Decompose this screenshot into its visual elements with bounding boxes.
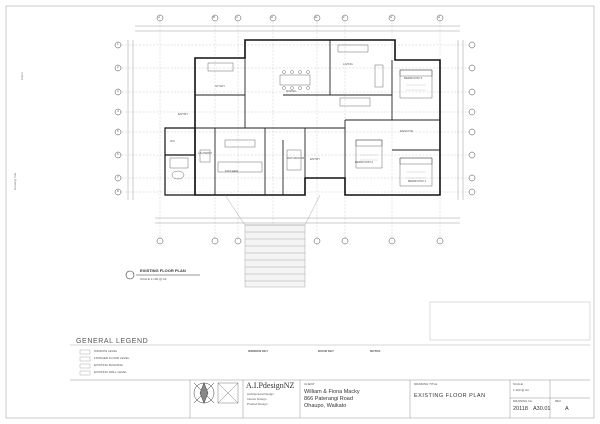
grid-number: 5 <box>117 129 119 133</box>
legend-item: FINISHED FLOOR LEVEL <box>94 356 130 360</box>
legend-notes: NOTES <box>370 349 381 353</box>
side-label-client: Client <box>20 72 24 80</box>
drawing-title: EXISTING FLOOR PLAN <box>414 393 486 399</box>
building-walls <box>194 39 441 196</box>
room-label-living: LIVING <box>343 62 353 66</box>
grid-letter: C <box>236 15 239 19</box>
legend-item: EXISTING WALL LEVEL <box>94 370 127 374</box>
interior-walls <box>195 40 440 195</box>
grid-letter: B <box>213 15 216 19</box>
left-wing <box>164 127 196 196</box>
company-name: A.I.PdesignNZ <box>246 381 295 390</box>
room-label-kitchen: KITCHEN <box>225 169 239 173</box>
scale-value: 1:100 @ A3 <box>513 388 529 392</box>
grid-bubbles-top <box>156 14 444 22</box>
grid-number: 7 <box>117 175 119 179</box>
room-label-wc: WC <box>170 139 175 143</box>
room-label-dining: DINING <box>286 89 297 93</box>
legend-item: EXISTING BUILDING <box>94 363 124 367</box>
grid-bubbles-sides <box>114 41 476 196</box>
revision-value: A <box>565 406 569 412</box>
notes-box <box>429 301 591 341</box>
sheet-number: A30.01 <box>533 406 551 412</box>
room-label-bedroom-3: BEDROOM 3 <box>404 76 423 80</box>
room-label-bedroom-2: BEDROOM 2 <box>355 160 374 164</box>
legend-window-key: WINDOW KEY <box>248 349 269 353</box>
compass-logo-icon <box>193 382 215 404</box>
company-line: Product Design <box>247 402 268 406</box>
drawing-no-label: DRAWING No. <box>513 399 533 403</box>
title-block-frame <box>70 379 590 418</box>
grid-letter: H <box>438 15 441 19</box>
brand-logo-icon <box>217 382 239 404</box>
legend-title: GENERAL LEGEND <box>76 338 149 345</box>
grid-number: 6 <box>117 152 119 156</box>
grid-letter: G <box>390 15 393 19</box>
room-label-bathroom: BATHROOM <box>287 156 305 160</box>
job-number: 20118 <box>513 406 528 412</box>
room-label-study: STUDY <box>215 84 226 88</box>
revision-label: REV <box>555 399 562 403</box>
plan-title: EXISTING FLOOR PLAN <box>140 268 186 273</box>
company-line: Architectural Design <box>247 392 274 396</box>
drawing-title-label: DRAWING TITLE <box>414 382 438 386</box>
room-label-bedroom-1: BEDROOM 1 <box>408 179 427 183</box>
address-line-2: Ohaupo, Waikato <box>304 403 347 409</box>
grid-number: 3 <box>117 89 119 93</box>
side-label-drawing-title: Drawing Title <box>13 172 17 190</box>
grid-letter: F <box>343 15 345 19</box>
address-line-1: 866 Paterangi Road <box>304 396 353 402</box>
deck-stairs <box>224 194 321 288</box>
client-name: William & Fiona Macky <box>304 389 360 395</box>
hatch-marks <box>360 84 426 179</box>
grid-number: 8 <box>117 189 119 193</box>
dimension-lines <box>127 25 464 224</box>
grid-letter: A <box>158 15 161 19</box>
room-label-laundry: LAUNDRY <box>198 151 213 155</box>
plan-scale-note: SCALE 1:100 @ A3 <box>140 277 167 281</box>
grid-number: 2 <box>117 65 119 69</box>
room-label-entry: ENTRY <box>178 112 189 116</box>
legend-item: WINDOW LEVEL <box>94 349 118 353</box>
room-label-entry-2: ENTRY <box>310 157 321 161</box>
grid-lines <box>118 22 470 245</box>
company-line: Interior Design <box>247 397 267 401</box>
plan-marker <box>125 270 135 280</box>
scale-label: SCALE <box>513 382 523 386</box>
client-label: CLIENT <box>304 382 315 386</box>
legend-door-key: DOOR KEY <box>318 349 335 353</box>
grid-letter: D <box>271 15 274 19</box>
legend-boxes <box>70 344 590 376</box>
grid-letter: E <box>315 15 318 19</box>
room-label-ensuite: ENSUITE <box>400 129 414 133</box>
grid-number: 1 <box>117 42 119 46</box>
furniture <box>169 44 433 187</box>
grid-number: 4 <box>117 109 119 113</box>
